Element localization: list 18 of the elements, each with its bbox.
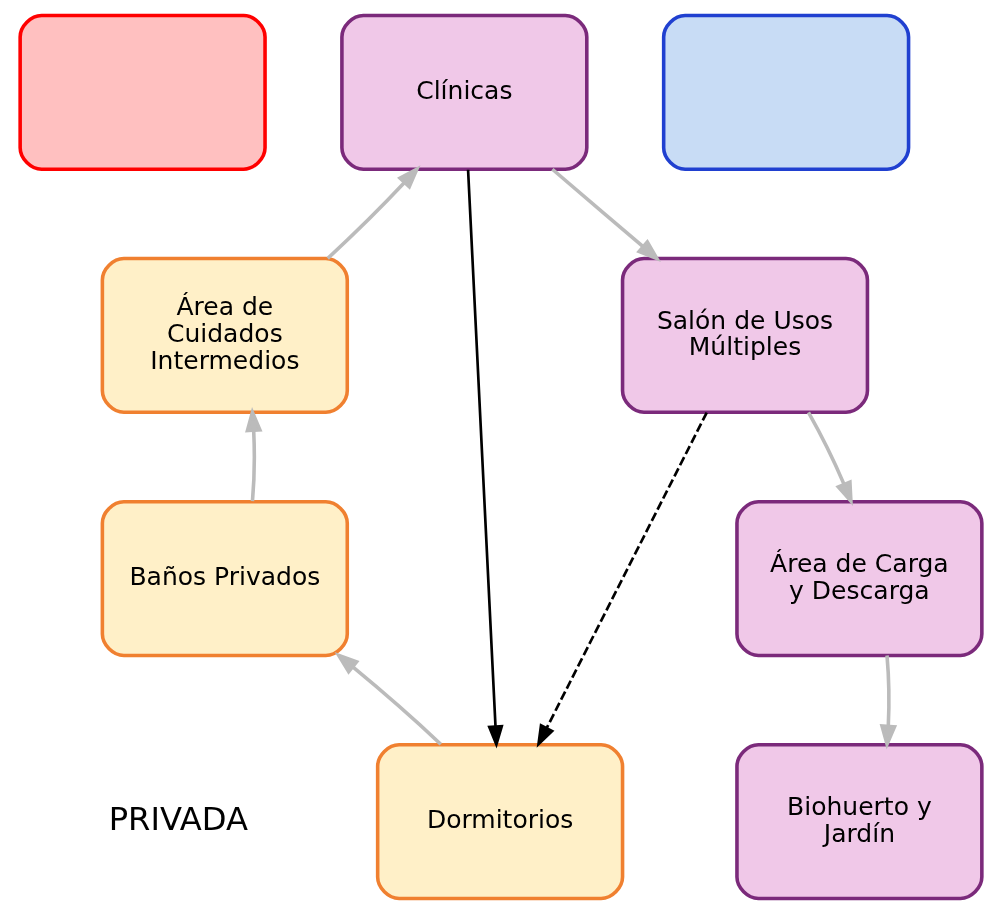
node-box: Baños Privados [100, 499, 349, 658]
node-box [17, 13, 267, 171]
arrow [466, 169, 504, 749]
arrow [806, 411, 853, 507]
arrow [334, 652, 442, 746]
node-box: Área de Cuidados Intermedios [100, 256, 349, 415]
arrow [244, 406, 262, 502]
node-box: Dormitorios [375, 743, 624, 901]
label: PRIVADA [108, 799, 248, 838]
node-box: Clínicas [339, 13, 589, 171]
arrow [879, 655, 897, 750]
arrow [536, 412, 708, 748]
arrow [326, 165, 420, 260]
node-box [661, 13, 910, 171]
node-box: Salón de Usos Múltiples [620, 256, 869, 415]
node-box: Biohuerto y Jardín [734, 743, 984, 901]
node-box: Área de Carga y Descarga [734, 499, 984, 658]
arrow [550, 167, 661, 262]
